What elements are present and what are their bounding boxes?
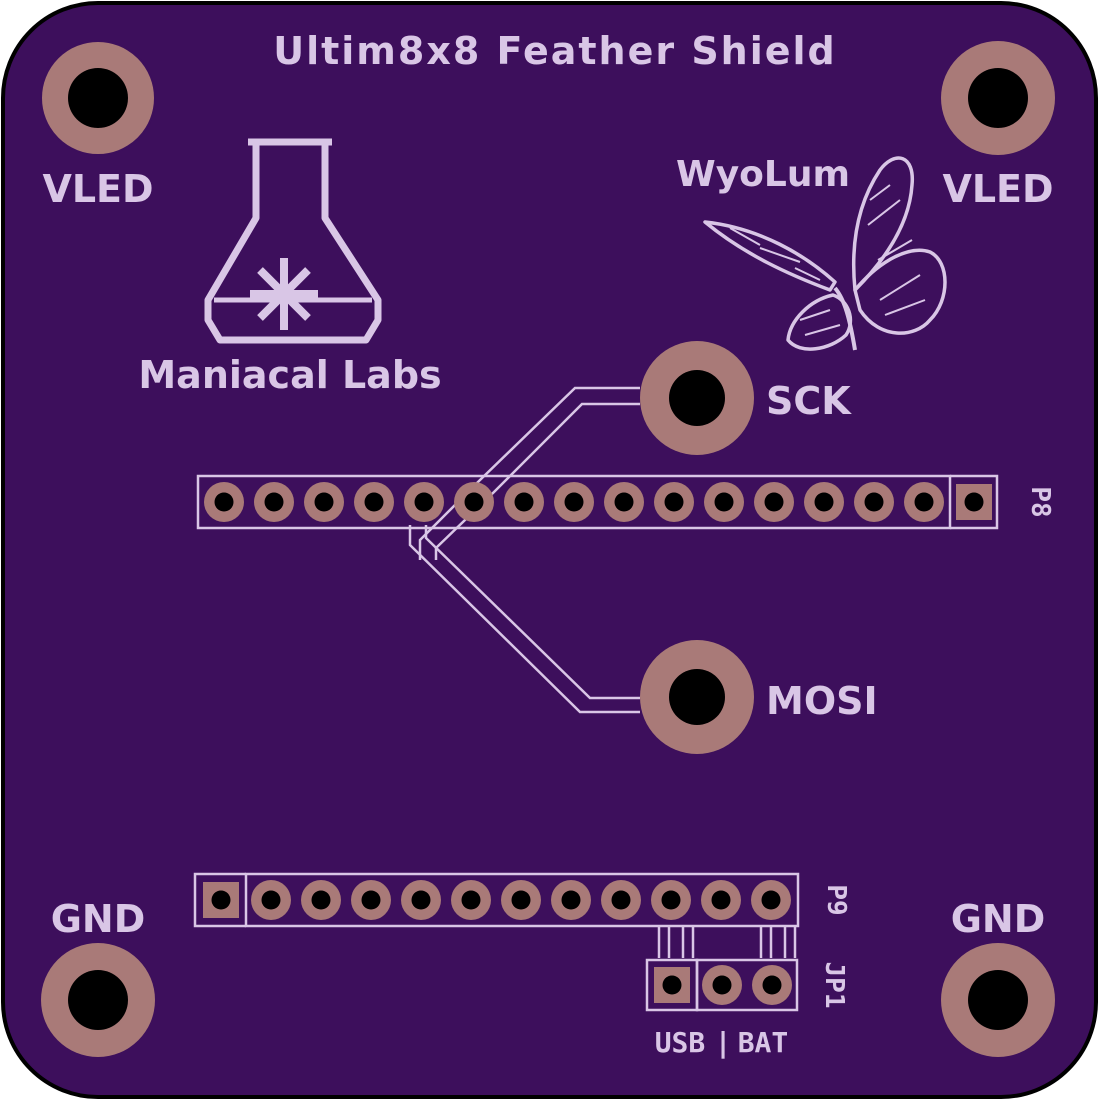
jumper-jp1-pin [702, 965, 742, 1005]
header-p9-pin [751, 880, 791, 920]
mosi-label: MOSI [766, 679, 878, 723]
jumper-jp1-pin [752, 965, 792, 1005]
jumper-jp1-pin [654, 967, 690, 1003]
header-p8-pin [604, 482, 644, 522]
header-p9-pin [701, 880, 741, 920]
jumper-traces [657, 925, 797, 958]
header-p9-label: P9 [821, 884, 851, 915]
header-p9-outline [244, 872, 800, 928]
board-title: Ultim8x8 Feather Shield [273, 29, 837, 73]
header-p8-pin [454, 482, 494, 522]
asterisk-icon [250, 258, 318, 330]
header-p8-pin [654, 482, 694, 522]
jumper-separator: | [715, 1026, 732, 1059]
header-p9-pin [203, 882, 239, 918]
mounting-hole-bottom-right [941, 943, 1055, 1057]
gnd-label-left: GND [51, 897, 146, 941]
butterfly-icon [703, 156, 947, 351]
header-p9-pin [451, 880, 491, 920]
header-p8-outline [196, 474, 952, 530]
header-p8-pin [754, 482, 794, 522]
header-p8-pin [304, 482, 344, 522]
header-p9-pin [251, 880, 291, 920]
header-p9-pin [501, 880, 541, 920]
header-p8-pin [404, 482, 444, 522]
header-p8-pin [204, 482, 244, 522]
sck-pad [640, 341, 754, 455]
header-p9-pin [301, 880, 341, 920]
header-p8-pin [704, 482, 744, 522]
mounting-hole-bottom-left [41, 943, 155, 1057]
header-p9-pin [401, 880, 441, 920]
jumper-jp1 [645, 958, 799, 1012]
header-p8-label: P8 [1025, 486, 1055, 517]
header-p9 [193, 872, 800, 928]
header-p8 [196, 474, 999, 530]
header-p8-pin [854, 482, 894, 522]
jumper-bat-label: BAT [738, 1026, 789, 1059]
header-p9-pin [601, 880, 641, 920]
header-p9-pin [551, 880, 591, 920]
vled-label-left: VLED [42, 167, 153, 211]
header-p8-pin [804, 482, 844, 522]
header-p8-pin [504, 482, 544, 522]
jumper-usb-label: USB [655, 1026, 706, 1059]
header-p8-pin [254, 482, 294, 522]
header-p8-pin [956, 484, 992, 520]
header-p9-pin [651, 880, 691, 920]
mosi-trace [408, 525, 640, 714]
gnd-label-right: GND [951, 897, 1046, 941]
jumper-label: JP1 [819, 962, 849, 1009]
header-p8-pin [354, 482, 394, 522]
sck-trace [418, 386, 640, 560]
mounting-hole-top-right [941, 41, 1055, 155]
maniacal-labs-logo-text: Maniacal Labs [138, 353, 441, 397]
mounting-hole-top-left [40, 40, 156, 156]
header-p9-pin [351, 880, 391, 920]
wyolum-logo-text: WyoLum [676, 154, 850, 195]
header-p8-pin [554, 482, 594, 522]
vled-label-right: VLED [942, 167, 1053, 211]
mosi-pad [640, 640, 754, 754]
header-p8-pin [904, 482, 944, 522]
sck-label: SCK [766, 379, 852, 423]
